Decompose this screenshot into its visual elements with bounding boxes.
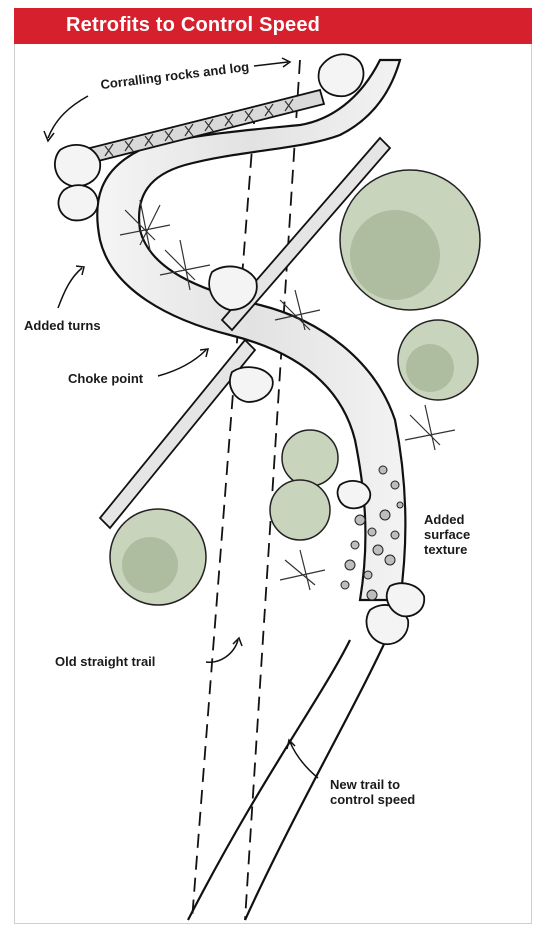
label-surface-line1: Added — [424, 512, 470, 527]
label-new-trail: New trail to control speed — [330, 777, 415, 807]
label-old-trail: Old straight trail — [55, 654, 155, 669]
label-new-trail-line1: New trail to — [330, 777, 415, 792]
label-new-trail-line2: control speed — [330, 792, 415, 807]
label-added-turns: Added turns — [24, 318, 101, 333]
diagonal-log-lower — [100, 340, 255, 528]
bush — [270, 480, 330, 540]
bush — [398, 320, 478, 400]
label-surface-texture: Added surface texture — [424, 512, 470, 557]
label-choke-point: Choke point — [68, 371, 143, 386]
label-surface-line3: texture — [424, 542, 470, 557]
label-surface-line2: surface — [424, 527, 470, 542]
new-trail-path — [188, 620, 395, 920]
bush — [110, 509, 206, 605]
bush — [340, 170, 480, 310]
bush — [282, 430, 338, 486]
